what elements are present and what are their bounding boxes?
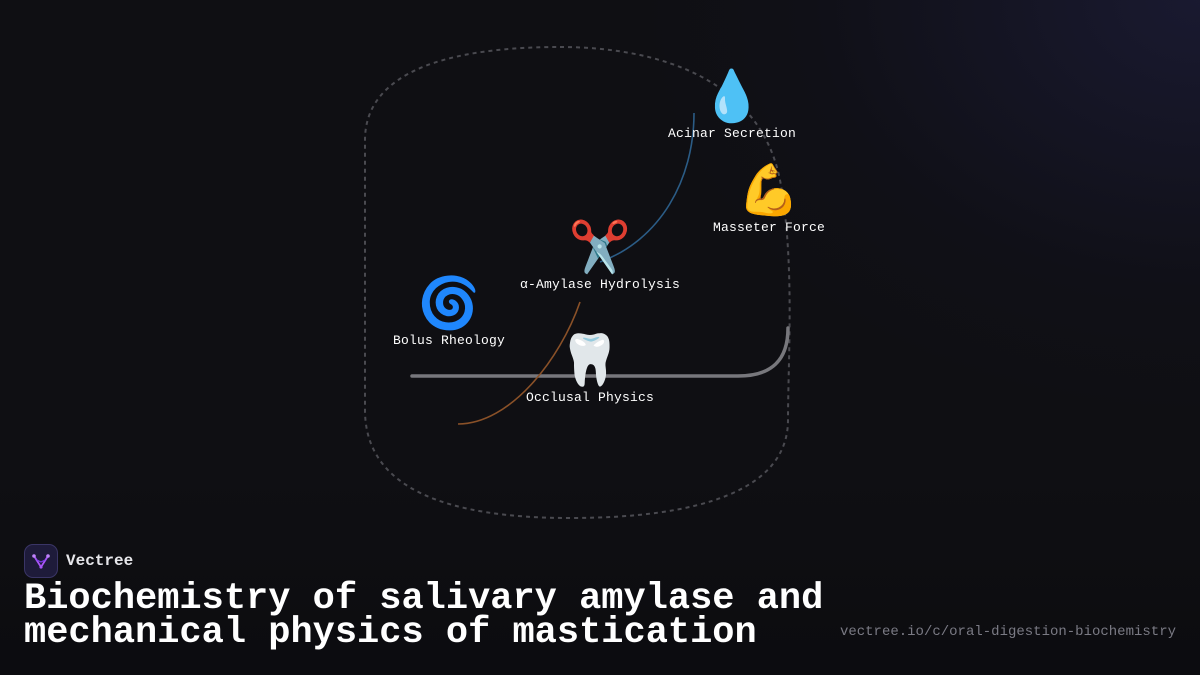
scissors-icon: ✂️ bbox=[568, 218, 632, 276]
page-title: Biochemistry of salivary amylase and mec… bbox=[24, 578, 824, 654]
node-masseter-force: 💪 Masseter Force bbox=[713, 162, 825, 235]
node-bolus-rheology: 🌀 Bolus Rheology bbox=[393, 275, 505, 348]
vectree-branch-logo-icon bbox=[24, 544, 58, 578]
brand-name: Vectree bbox=[66, 552, 134, 570]
boundary-outline bbox=[364, 45, 791, 520]
water-droplet-icon: 💧 bbox=[700, 67, 764, 125]
link-force-to-occlusion bbox=[410, 326, 790, 378]
tooth-icon: 🦷 bbox=[558, 331, 622, 389]
node-label: Acinar Secretion bbox=[667, 126, 797, 141]
course-url[interactable]: vectree.io/c/oral-digestion-biochemistry bbox=[839, 624, 1176, 640]
flexed-bicep-icon: 💪 bbox=[737, 161, 801, 219]
link-secretion-to-hydrolysis bbox=[599, 112, 695, 263]
node-occlusal-physics: 🦷 Occlusal Physics bbox=[526, 332, 654, 405]
node-label: Occlusal Physics bbox=[525, 390, 655, 405]
brand[interactable]: Vectree bbox=[24, 544, 133, 578]
node-label: α-Amylase Hydrolysis bbox=[519, 277, 681, 292]
cyclone-icon: 🌀 bbox=[417, 274, 481, 332]
node-amylase-hydrolysis: ✂️ α-Amylase Hydrolysis bbox=[520, 219, 680, 292]
link-hydrolysis-to-bolus bbox=[457, 301, 581, 425]
node-acinar-secretion: 💧 Acinar Secretion bbox=[668, 68, 796, 141]
node-label: Masseter Force bbox=[712, 220, 826, 235]
node-label: Bolus Rheology bbox=[392, 333, 506, 348]
